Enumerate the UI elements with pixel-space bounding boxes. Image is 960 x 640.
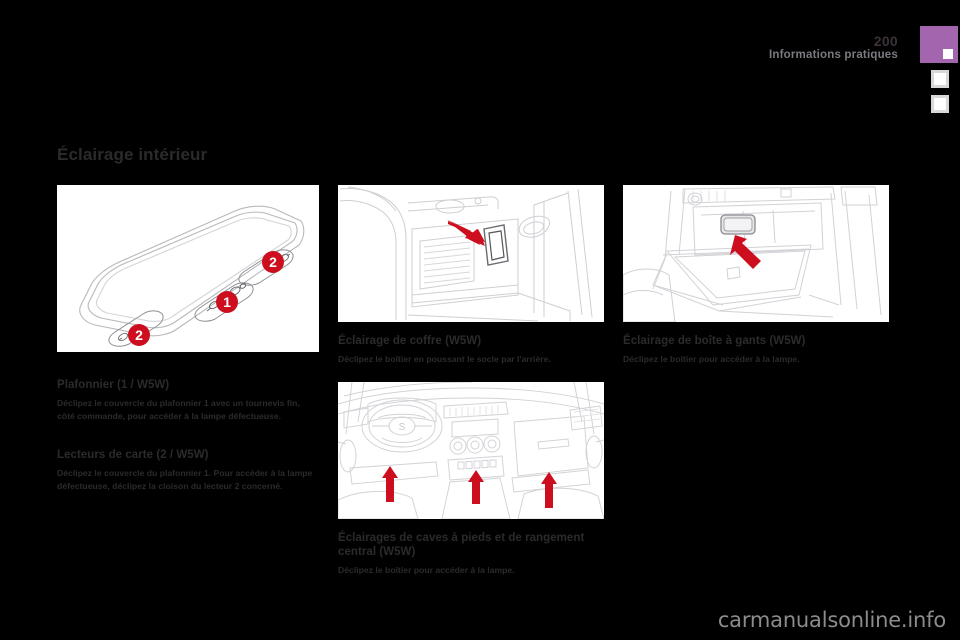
section-lecteurs-de-carte: Lecteurs de carte (2 / W5W) Déclipez le …	[57, 448, 319, 492]
svg-text:2: 2	[269, 254, 277, 270]
callout-2-upper: 2	[262, 251, 284, 273]
section-caves-a-pieds-body: Déclipez le boîtier pour accéder à la la…	[338, 564, 515, 575]
chapter-tab-active-marker	[943, 49, 953, 59]
svg-text:S: S	[399, 422, 406, 433]
svg-text:1: 1	[223, 294, 231, 310]
red-arrow-driver-footwell	[382, 465, 398, 502]
site-watermark: carmanualsonline.info	[717, 608, 946, 632]
column-left: 2 1 2 Plafonni	[57, 185, 319, 492]
chapter-tab-secondary-2-marker	[934, 98, 946, 110]
section-coffre: Éclairage de coffre (W5W) Déclipez le bo…	[338, 334, 604, 366]
section-caves-a-pieds: Éclairages de caves à pieds et de rangem…	[338, 531, 604, 577]
red-arrow-center-storage	[468, 469, 484, 504]
section-lecteurs-de-carte-body: Déclipez le couvercle du plafonnier 1. P…	[57, 468, 313, 491]
section-coffre-heading: Éclairage de coffre (W5W)	[338, 335, 482, 347]
section-lecteurs-de-carte-heading: Lecteurs de carte (2 / W5W)	[57, 449, 209, 462]
svg-text:2: 2	[135, 327, 143, 343]
section-plafonnier: Plafonnier (1 / W5W) Déclipez le couverc…	[57, 378, 319, 422]
red-arrow-passenger-footwell	[541, 471, 557, 508]
chapter-tab-active	[920, 26, 958, 63]
page-header: 200 Informations pratiques	[0, 0, 960, 120]
page-number: 200	[873, 33, 898, 49]
column-right: Éclairage de boîte à gants (W5W) Déclipe…	[623, 185, 889, 366]
page-title: Éclairage intérieur	[57, 145, 208, 164]
chapter-tab-secondary-1	[931, 70, 949, 88]
callout-1-center: 1	[216, 291, 238, 313]
section-boite-a-gants: Éclairage de boîte à gants (W5W) Déclipe…	[623, 334, 889, 366]
section-plafonnier-heading: Plafonnier (1 / W5W)	[57, 379, 170, 391]
chapter-tab-stack	[920, 26, 960, 113]
column-middle: Éclairage de coffre (W5W) Déclipez le bo…	[338, 185, 604, 576]
chapter-tab-secondary-1-marker	[934, 73, 946, 85]
section-coffre-body: Déclipez le boîtier en poussant le socle…	[338, 354, 551, 364]
red-arrow-glovebox	[730, 235, 761, 269]
section-boite-a-gants-heading: Éclairage de boîte à gants (W5W)	[623, 335, 806, 347]
chapter-tab-secondary-2	[931, 95, 949, 113]
chapter-title: Informations pratiques	[769, 49, 898, 61]
section-plafonnier-body: Déclipez le couvercle du plafonnier 1 av…	[57, 398, 300, 421]
boot-light-diagram	[338, 185, 604, 322]
dashboard-footwell-lights-diagram: S	[338, 381, 604, 519]
section-caves-a-pieds-heading: Éclairages de caves à pieds et de rangem…	[338, 531, 585, 558]
overhead-console-diagram: 2 1 2	[57, 185, 319, 352]
section-boite-a-gants-body: Déclipez le boîtier pour accéder à la la…	[623, 354, 800, 364]
glovebox-light-diagram	[623, 185, 889, 322]
